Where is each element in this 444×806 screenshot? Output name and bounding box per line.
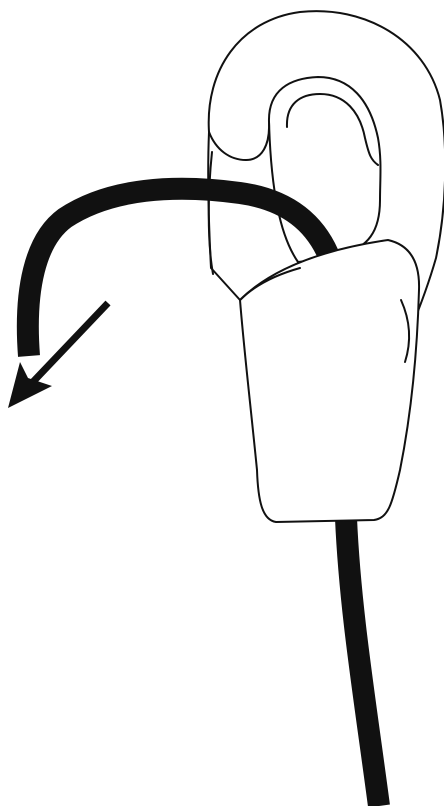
direction-arrow-shaft xyxy=(27,300,111,388)
ear-hook-front-edge xyxy=(207,151,214,275)
earbud-side-seam xyxy=(400,299,411,363)
ear-hook-lobe xyxy=(208,121,271,161)
arrow-down-left-icon xyxy=(8,362,52,408)
earbud-top-crease xyxy=(239,267,301,301)
earphone-cable xyxy=(335,517,390,806)
motion-arc-arrow xyxy=(16,177,339,357)
earbud-body xyxy=(239,239,421,523)
ear-hook-ridge xyxy=(285,93,379,166)
